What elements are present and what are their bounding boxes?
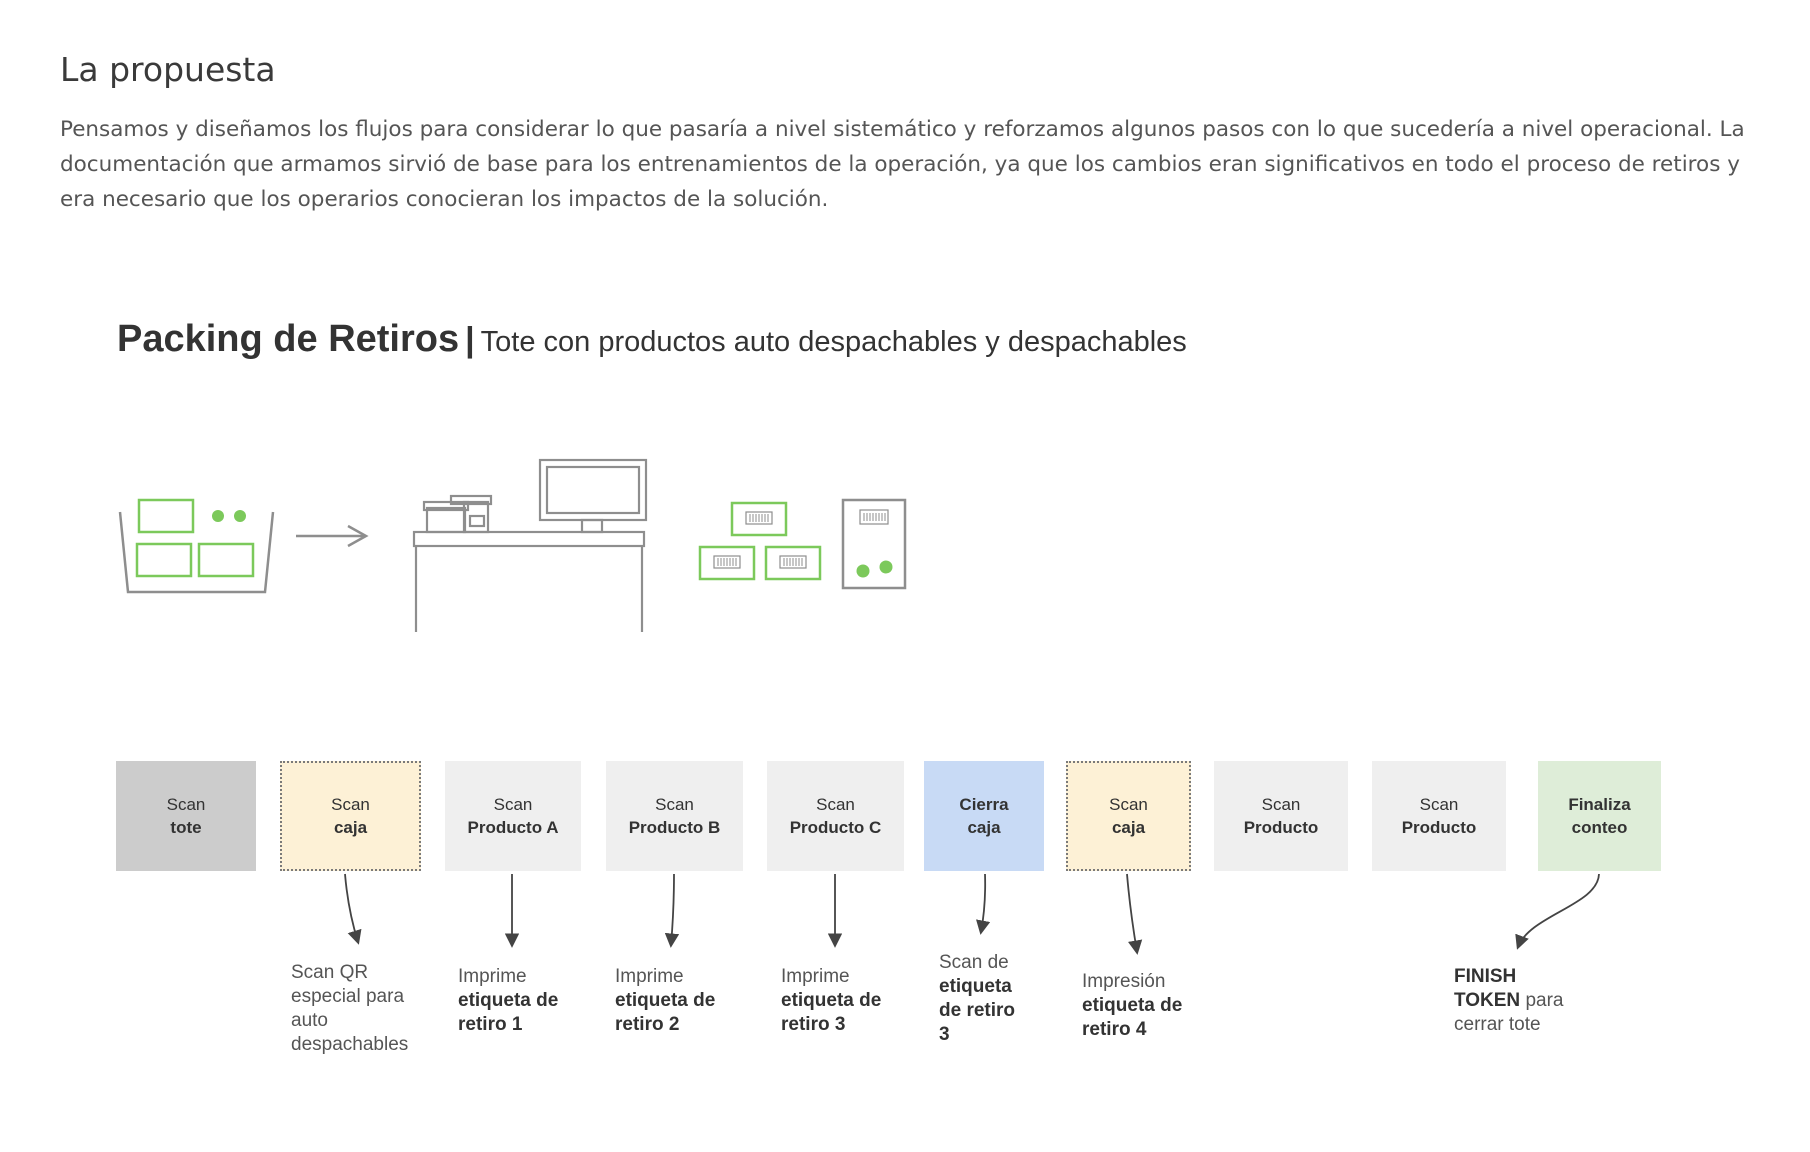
note-line: retiro 1 bbox=[458, 1014, 523, 1035]
note-line: etiqueta de bbox=[615, 990, 716, 1011]
note-line: Imprime bbox=[458, 966, 527, 987]
note-line: retiro 4 bbox=[1082, 1019, 1147, 1040]
step-label: caja bbox=[1111, 818, 1146, 837]
step-label: Scan bbox=[816, 795, 855, 814]
section-title: La propuesta bbox=[60, 50, 276, 89]
note-line: 3 bbox=[939, 1024, 950, 1045]
step-label: Producto B bbox=[628, 818, 721, 837]
note-line: Scan QR bbox=[291, 962, 369, 983]
diagram-title: Packing de Retiros|Tote con productos au… bbox=[117, 318, 1187, 361]
step-label: conteo bbox=[1571, 818, 1628, 837]
note-line: Imprime bbox=[781, 966, 850, 987]
step-label: Scan bbox=[1109, 795, 1148, 814]
step-label: Scan bbox=[655, 795, 694, 814]
note-imprime-2: Imprime etiqueta de retiro 2 bbox=[615, 965, 715, 1037]
note-line: retiro 3 bbox=[781, 1014, 846, 1035]
note-imprime-1: Imprime etiqueta de retiro 1 bbox=[458, 965, 558, 1037]
arrow-step-10 bbox=[1515, 873, 1600, 950]
step-scan-producto-1: Scan Producto bbox=[1214, 761, 1348, 871]
section-body: Pensamos y diseñamos los flujos para con… bbox=[60, 117, 1745, 212]
arrow-step-6 bbox=[976, 873, 991, 935]
note-line: Scan de bbox=[939, 952, 1009, 973]
note-scan-etiqueta: Scan de etiqueta de retiro 3 bbox=[939, 951, 1015, 1047]
step-scan-caja-2: Scan caja bbox=[1066, 761, 1191, 871]
note-line: etiqueta de bbox=[1082, 995, 1183, 1016]
step-label: Cierra bbox=[959, 795, 1009, 814]
step-label: Scan bbox=[1419, 795, 1459, 814]
step-label: caja bbox=[967, 818, 1001, 837]
step-label: Scan bbox=[331, 795, 370, 814]
step-label: tote bbox=[170, 818, 202, 837]
step-label: Scan bbox=[1261, 795, 1301, 814]
step-scan-producto-b: Scan Producto B bbox=[606, 761, 743, 871]
step-label: Scan bbox=[166, 795, 206, 814]
step-label: Producto A bbox=[467, 818, 559, 837]
diagram-subtitle: Tote con productos auto despachables y d… bbox=[480, 326, 1187, 358]
dispatch-bag-icon bbox=[841, 498, 907, 590]
diagram-title-separator: | bbox=[465, 321, 475, 359]
step-label: Producto C bbox=[789, 818, 882, 837]
note-line: Impresión bbox=[1082, 971, 1166, 992]
step-arrows bbox=[344, 873, 1600, 955]
arrow-step-2 bbox=[344, 873, 362, 945]
arrow-right-icon bbox=[296, 524, 369, 548]
step-finaliza-conteo: Finaliza conteo bbox=[1538, 761, 1661, 871]
note-line: auto bbox=[291, 1010, 328, 1031]
step-scan-tote: Scan tote bbox=[116, 761, 256, 871]
note-line: para bbox=[1520, 990, 1564, 1011]
labeled-boxes-icon bbox=[698, 501, 822, 581]
step-label: Scan bbox=[493, 795, 533, 814]
note-scan-qr: Scan QR especial para auto despachables bbox=[291, 961, 408, 1057]
arrow-step-4 bbox=[664, 873, 680, 948]
packing-desk-icon bbox=[412, 458, 648, 632]
step-label: caja bbox=[333, 818, 368, 837]
note-finish-token: FINISH TOKEN para cerrar tote bbox=[1454, 965, 1563, 1037]
step-label: Producto bbox=[1401, 818, 1477, 837]
note-line: de retiro bbox=[939, 1000, 1016, 1021]
step-scan-producto-c: Scan Producto C bbox=[767, 761, 904, 871]
note-imprime-3: Imprime etiqueta de retiro 3 bbox=[781, 965, 881, 1037]
note-line: especial para bbox=[291, 986, 405, 1007]
note-line: Imprime bbox=[615, 966, 684, 987]
step-scan-caja: Scan caja bbox=[280, 761, 421, 871]
step-label: Finaliza bbox=[1568, 795, 1631, 814]
note-line: despachables bbox=[291, 1034, 409, 1055]
step-cierra-caja: Cierra caja bbox=[924, 761, 1044, 871]
diagram-title-main: Packing de Retiros bbox=[117, 318, 460, 360]
step-scan-producto-a: Scan Producto A bbox=[445, 761, 581, 871]
note-line: retiro 2 bbox=[615, 1014, 680, 1035]
arrow-step-7 bbox=[1126, 873, 1143, 955]
step-scan-producto-2: Scan Producto bbox=[1372, 761, 1506, 871]
note-line: etiqueta bbox=[939, 976, 1012, 997]
note-line: TOKEN bbox=[1454, 990, 1521, 1011]
note-line: etiqueta de bbox=[458, 990, 559, 1011]
tote-bin-icon bbox=[118, 498, 275, 594]
note-line: FINISH bbox=[1454, 966, 1517, 987]
note-line: cerrar tote bbox=[1454, 1014, 1541, 1035]
note-line: etiqueta de bbox=[781, 990, 882, 1011]
step-label: Producto bbox=[1243, 818, 1319, 837]
note-impresion-4: Impresión etiqueta de retiro 4 bbox=[1082, 970, 1182, 1042]
